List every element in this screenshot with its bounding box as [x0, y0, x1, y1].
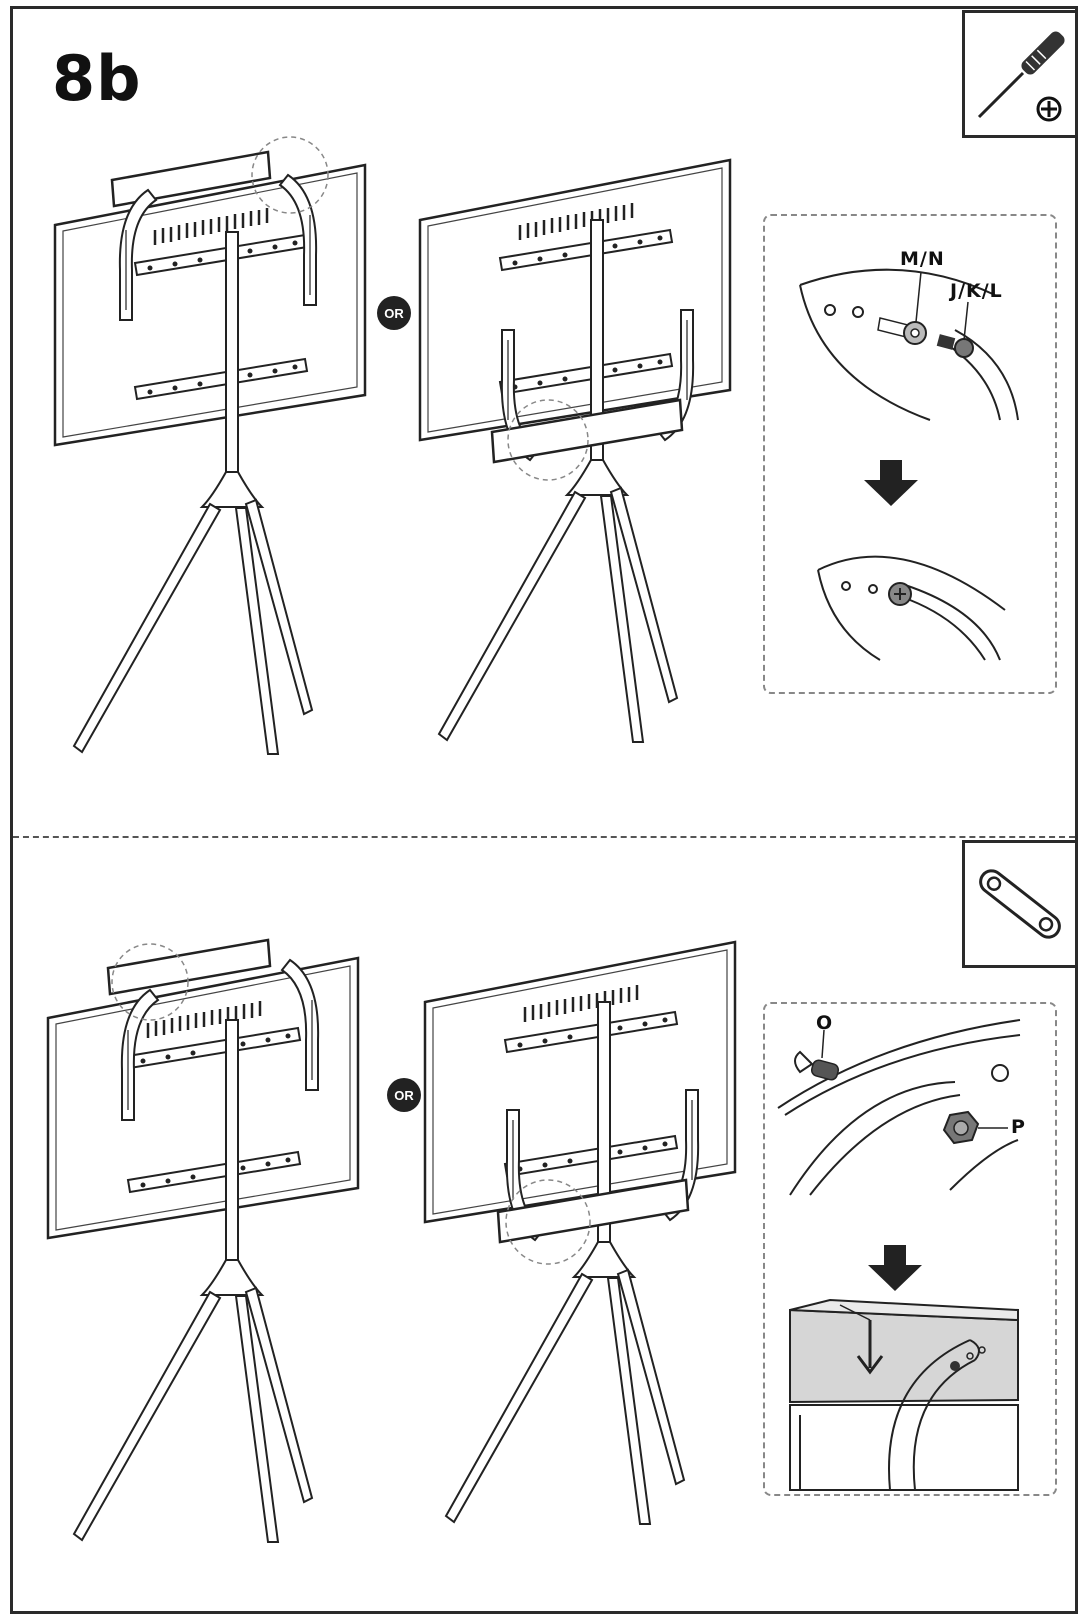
tool-box-bottom [962, 840, 1078, 968]
top-detail-illustration [799, 268, 1019, 661]
or-badge-top: OR [377, 296, 411, 330]
bottom-detail-illustration [777, 1019, 1021, 1491]
top-middle-assembly [418, 158, 732, 743]
label-nut-p: P [1011, 1116, 1026, 1138]
or-badge-bottom: OR [387, 1078, 421, 1112]
bottom-left-assembly [46, 938, 360, 1543]
bottom-middle-assembly [423, 940, 737, 1525]
wrench-icon [979, 869, 1061, 939]
tool-box-top [962, 10, 1078, 138]
step-number: 8b [52, 42, 142, 115]
page-frame [10, 6, 1078, 1614]
label-screw-jkl: J/K/L [950, 280, 1003, 302]
section-divider [13, 836, 1075, 838]
phillips-screwdriver-icon [977, 31, 1065, 122]
detail-box-bottom [763, 1002, 1057, 1496]
detail-box-top [763, 214, 1057, 694]
label-washer-mn: M/N [900, 248, 945, 270]
label-bolt-o: O [816, 1012, 834, 1034]
top-left-assembly [53, 136, 367, 755]
